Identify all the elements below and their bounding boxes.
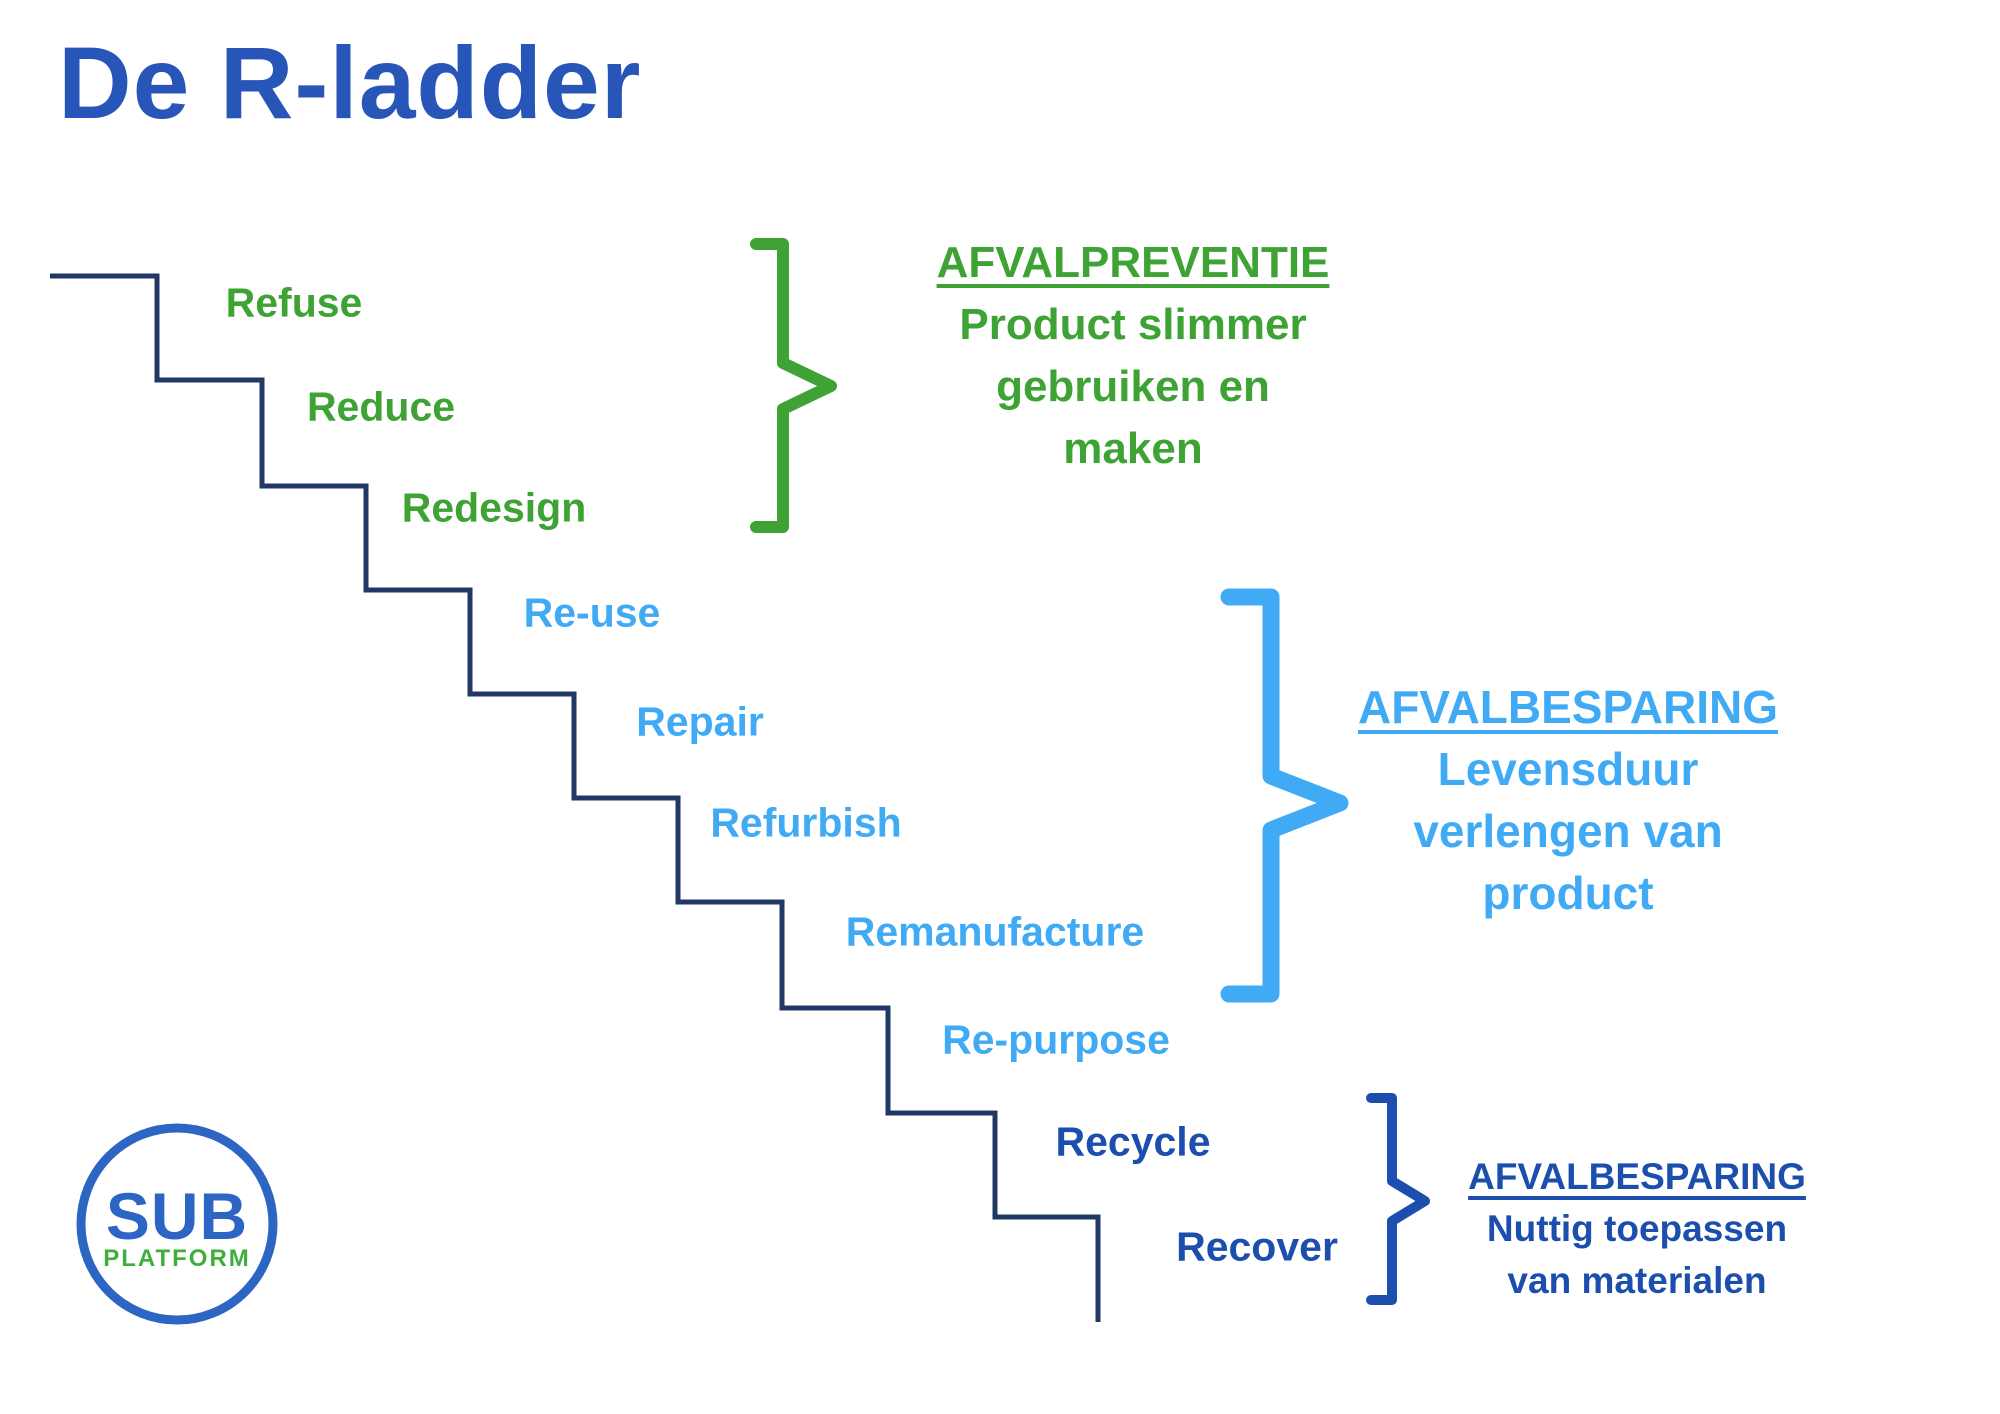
afvalpreventie-line: maken [1063,424,1203,473]
afvalpreventie-line: gebruiken en [996,362,1270,411]
step-label-remanufacture: Remanufacture [845,908,1145,955]
afvalbesparing-levensduur-block: AFVALBESPARING Levensduur verlengen van … [1308,676,1828,924]
logo-circle [76,1123,278,1325]
logo-text-platform: PLATFORM [103,1245,251,1272]
step-label-re-use: Re-use [523,589,661,636]
afvalbesparing-materialen-line: Nuttig toepassen [1486,1208,1788,1249]
logo-text-sub: SUB [105,1179,249,1253]
step-label-recover: Recover [1176,1223,1338,1270]
afvalpreventie-block: AFVALPREVENTIE Product slimmer gebruiken… [873,232,1393,480]
afvalbesparing-materialen-line: van materialen [1507,1260,1767,1301]
lightblue-brace [1220,588,1349,1003]
step-label-redesign: Redesign [401,484,587,531]
afvalbesparing-levensduur-line: product [1482,867,1654,919]
afvalbesparing-levensduur-line: verlengen van [1413,805,1723,857]
staircase-line [50,273,1101,1322]
step-label-reduce: Reduce [306,383,456,430]
step-label-refuse: Refuse [225,279,363,326]
afvalbesparing-materialen-block: AFVALBESPARING Nuttig toepassen van mate… [1397,1151,1877,1307]
afvalbesparing-materialen-heading: AFVALBESPARING [1468,1156,1806,1197]
step-label-repair: Repair [636,698,764,745]
darkblue-brace [1366,1093,1430,1305]
step-label-recycle: Recycle [1055,1118,1211,1165]
step-label-refurbish: Refurbish [710,799,902,846]
page-title: De R-ladder [58,26,642,140]
afvalbesparing-levensduur-line: Levensduur [1437,743,1699,795]
afvalbesparing-levensduur-heading: AFVALBESPARING [1358,681,1778,733]
afvalpreventie-line: Product slimmer [959,300,1307,349]
afvalpreventie-heading: AFVALPREVENTIE [936,238,1330,287]
green-brace [750,238,837,533]
step-label-re-purpose: Re-purpose [942,1016,1170,1063]
